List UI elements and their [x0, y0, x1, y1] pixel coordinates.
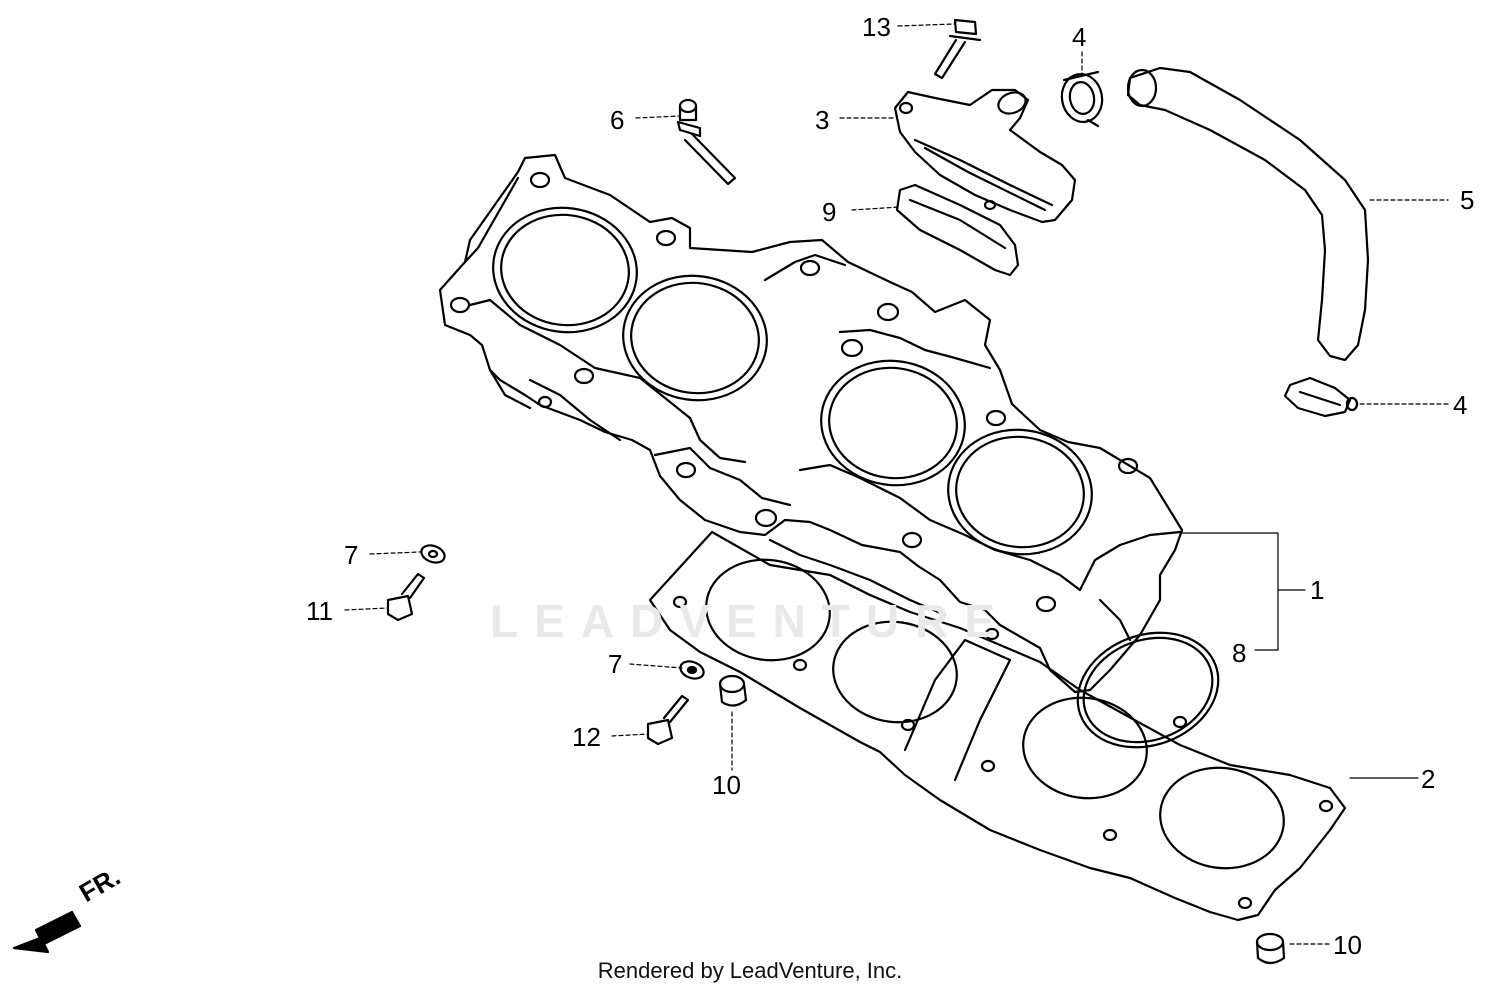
callout-2: 2 [1421, 764, 1436, 794]
water-joint-gasket [895, 183, 1020, 277]
washer-7-left [420, 544, 446, 564]
water-hose [1126, 66, 1370, 362]
callout-13: 13 [862, 12, 891, 42]
watermark: LEADVENTURE [490, 595, 1012, 647]
front-arrow-icon [12, 910, 82, 954]
cylinder-gasket [648, 530, 1347, 922]
dowel-pin-10-mid [718, 674, 748, 707]
callout-10-bottom: 10 [1333, 930, 1362, 960]
bolt-6 [676, 98, 737, 186]
callout-9: 9 [822, 197, 837, 227]
water-joint [893, 88, 1077, 224]
callout-3: 3 [815, 105, 830, 135]
footer-credit: Rendered by LeadVenture, Inc. [597, 958, 903, 983]
callout-10-mid: 10 [712, 770, 741, 800]
callout-4-right: 4 [1453, 390, 1468, 420]
callout-5: 5 [1460, 185, 1475, 215]
callout-1: 1 [1310, 575, 1325, 605]
dowel-pin-10-bottom [1255, 932, 1286, 965]
callout-7-mid: 7 [608, 649, 623, 679]
washer-7-mid [679, 660, 705, 680]
bolt-12 [646, 694, 690, 746]
callout-11: 11 [306, 596, 333, 626]
callout-6: 6 [610, 105, 625, 135]
hose-clamp-bottom [1283, 376, 1359, 418]
o-ring [1076, 631, 1220, 749]
callout-7-left: 7 [344, 540, 359, 570]
cylinder-block [438, 153, 1184, 694]
bolt-13 [933, 18, 982, 80]
callout-4-top: 4 [1072, 22, 1087, 52]
callout-8: 8 [1232, 638, 1247, 668]
callout-12: 12 [572, 722, 601, 752]
hose-clamp-top [1060, 70, 1104, 128]
bolt-11 [386, 572, 426, 622]
